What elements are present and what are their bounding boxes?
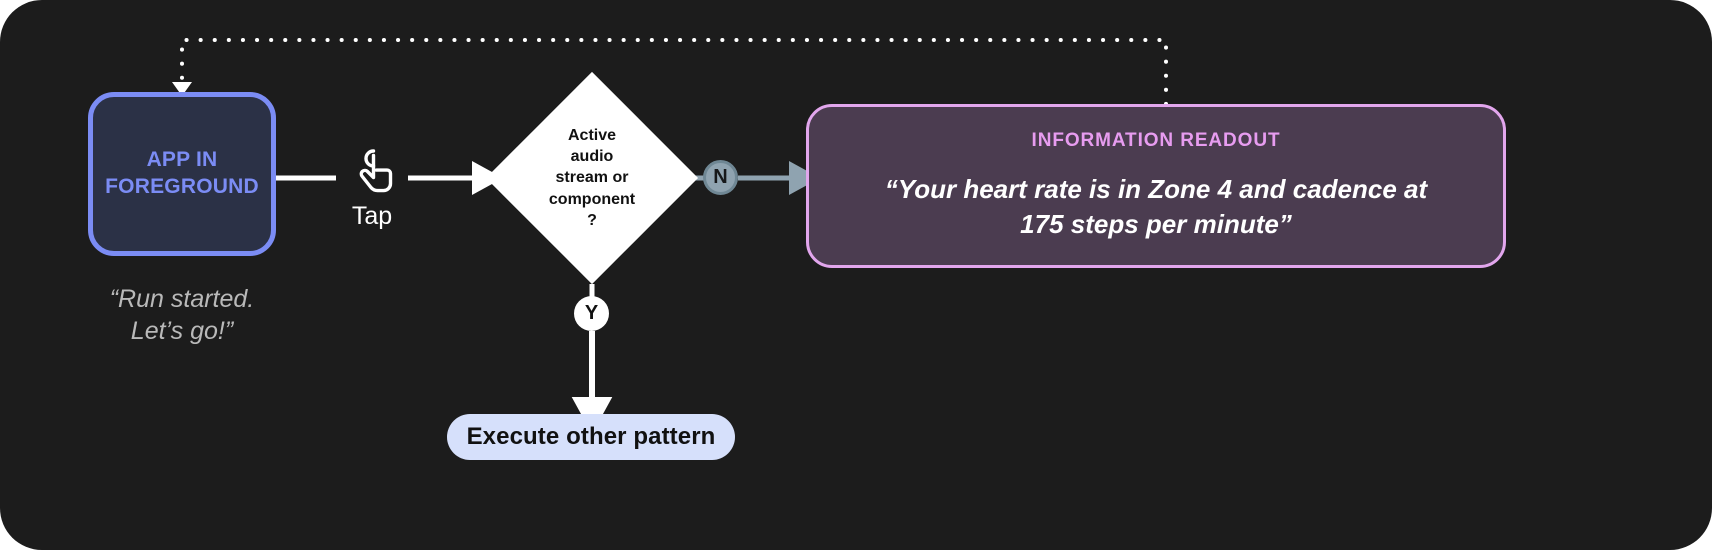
decision-node-label: Active audio stream or component ? bbox=[548, 126, 636, 229]
node-app-in-foreground[interactable]: APP IN FOREGROUND bbox=[88, 92, 276, 256]
information-readout-body: “Your heart rate is in Zone 4 and cadenc… bbox=[884, 174, 1428, 239]
app-foreground-caption: “Run started. Let’s go!” bbox=[109, 285, 255, 345]
decision-node-active-audio[interactable]: Active audio stream or component ? bbox=[485, 71, 699, 285]
branch-badge-yes: Y bbox=[574, 296, 609, 331]
information-readout-title: INFORMATION READOUT bbox=[1031, 130, 1281, 152]
execute-other-pattern-label: Execute other pattern bbox=[466, 423, 716, 450]
tap-hand-icon bbox=[349, 149, 395, 201]
tap-gesture-label: Tap bbox=[351, 202, 393, 230]
node-app-in-foreground-label: APP IN FOREGROUND bbox=[105, 148, 259, 198]
node-execute-other-pattern[interactable]: Execute other pattern bbox=[447, 414, 735, 460]
node-information-readout[interactable]: INFORMATION READOUT “Your heart rate is … bbox=[806, 104, 1506, 268]
tap-gesture-group: Tap bbox=[336, 147, 408, 229]
branch-badge-no: N bbox=[703, 160, 738, 195]
